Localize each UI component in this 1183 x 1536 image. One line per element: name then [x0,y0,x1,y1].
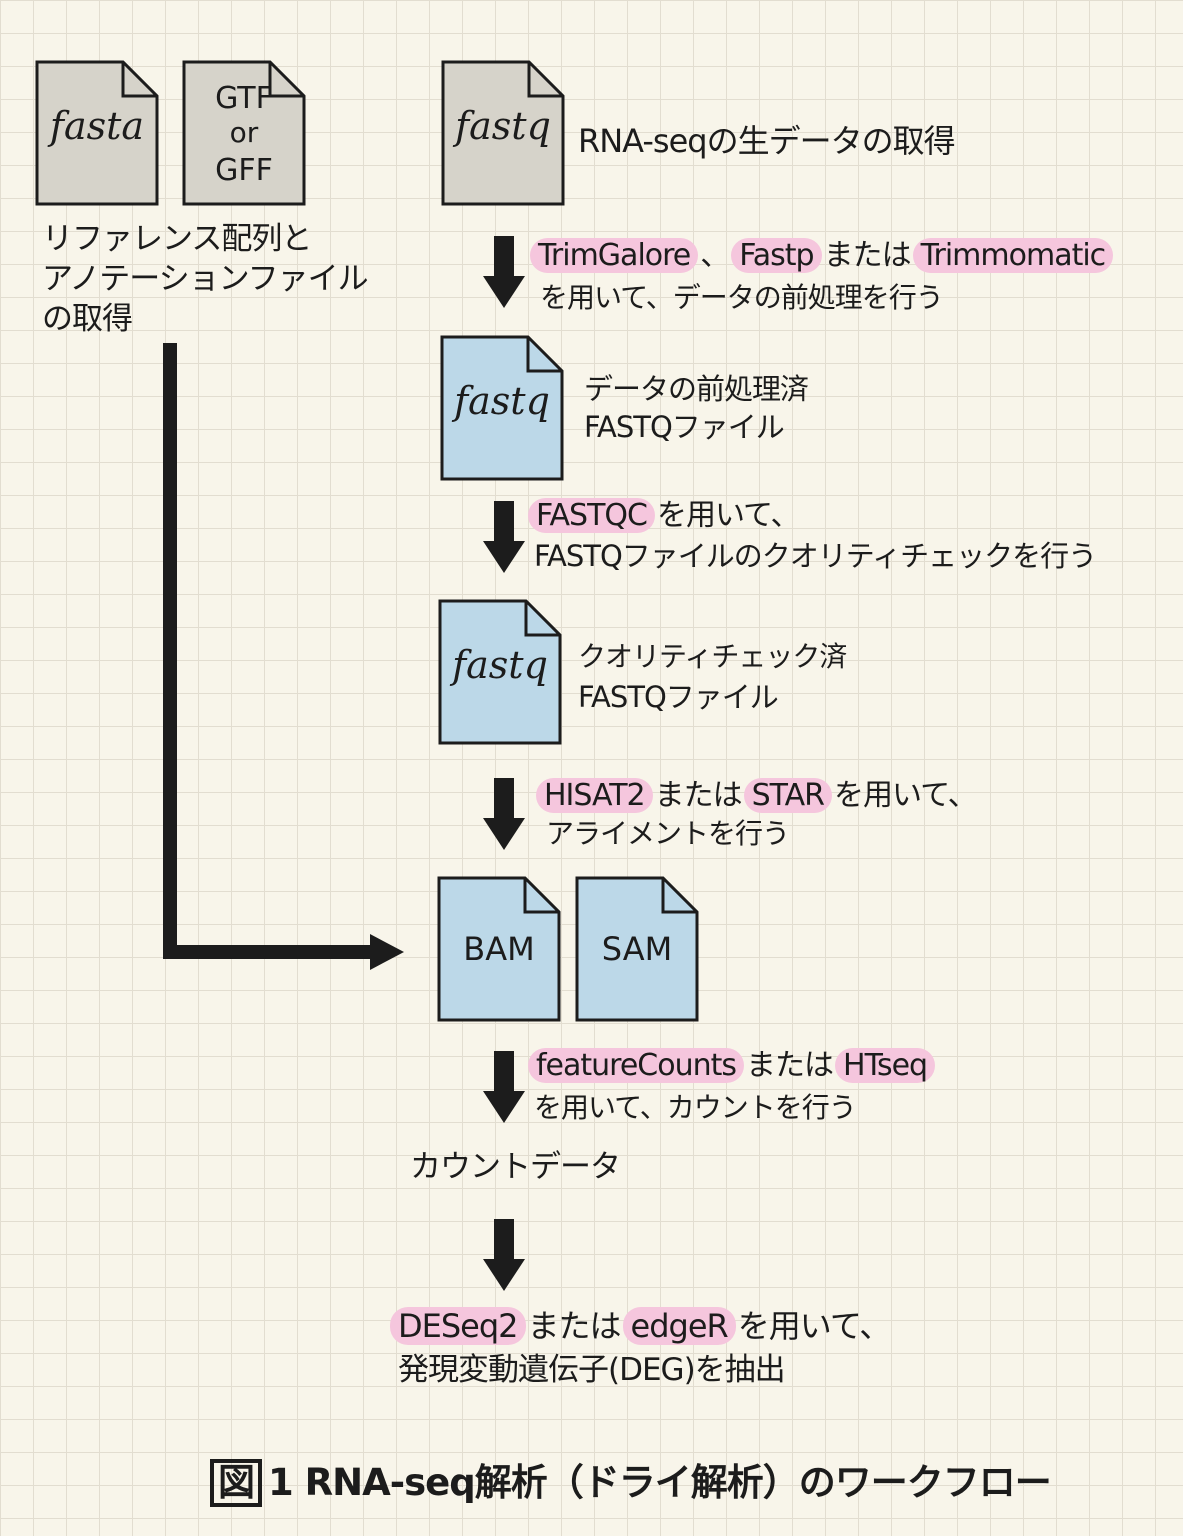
fasta-label: fasta [49,104,145,148]
fastq-preprocessed-file-icon: fastq [440,335,564,481]
tool-htseq: HTseq [835,1048,936,1083]
tool-fastqc: FASTQC [528,498,655,533]
using-text: を用いて、 [656,498,801,533]
using-text: を用いて、 [834,778,978,813]
fasta-file-icon: fasta [35,60,159,206]
or-label: or [229,116,259,149]
reference-caption-line1: リファレンス配列と [42,221,312,257]
reference-caption-line2: アノテーションファイル [42,261,369,297]
gtf-label: GTF [215,81,273,116]
separator: 、 [700,238,730,273]
bam-label: BAM [463,930,535,968]
deg-step-line2: 発現変動遺伝子(DEG)を抽出 [398,1352,786,1388]
reference-arrowhead [370,934,404,970]
tool-star: STAR [743,778,833,813]
count-data-label: カウントデータ [410,1149,621,1185]
reference-connector-arrow [163,343,372,959]
qc-caption-line2: FASTQファイル [578,680,779,714]
qc-caption-line1: クオリティチェック済 [578,640,847,673]
sam-file-icon: SAM [575,876,699,1022]
down-arrow-3 [483,778,525,850]
down-arrow-1 [483,236,525,308]
fastq-qc-label: fastq [452,643,548,687]
figure-prefix: 図 [210,1459,262,1507]
raw-data-caption: RNA-seqの生データの取得 [578,122,956,160]
count-step-line2: を用いて、カウントを行う [534,1091,857,1124]
down-arrow-5 [483,1219,525,1291]
gtf-gff-file-icon: GTF or GFF [182,60,306,206]
figure-number: 1 [268,1461,294,1504]
tool-deseq2: DESeq2 [390,1307,526,1345]
or-text: または [527,1307,622,1345]
sam-label: SAM [601,930,673,968]
reference-caption-line3: の取得 [42,301,133,337]
down-arrow-4 [483,1051,525,1123]
tool-featurecounts: featureCounts [528,1048,745,1083]
tool-hisat2: HISAT2 [536,778,653,813]
fastq-preprocessed-label: fastq [454,379,550,423]
preprocessed-caption-line1: データの前処理済 [584,372,809,406]
bam-file-icon: BAM [437,876,561,1022]
down-arrow-2 [483,501,525,573]
or-text: または [746,1048,834,1083]
figure-title-text: RNA-seq解析（ドライ解析）のワークフロー [304,1461,1052,1504]
trim-step-line2: を用いて、データの前処理を行う [540,281,944,314]
fastq-raw-label: fastq [455,104,551,148]
fastq-qc-file-icon: fastq [438,599,562,745]
or-text: または [654,778,743,813]
align-step-line2: アライメントを行う [546,817,790,850]
tool-trimgalore: TrimGalore [530,238,699,273]
fastq-raw-file-icon: fastq [441,60,565,206]
preprocessed-caption-line2: FASTQファイル [584,410,785,444]
fastqc-step-line2: FASTQファイルのクオリティチェックを行う [534,539,1097,573]
using-text: を用いて、 [737,1307,891,1345]
or-text: または [823,238,912,273]
tool-trimmomatic: Trimmomatic [912,238,1114,273]
tool-edger: edgeR [622,1307,736,1345]
gff-label: GFF [215,153,273,188]
tool-fastp: Fastp [731,238,822,273]
